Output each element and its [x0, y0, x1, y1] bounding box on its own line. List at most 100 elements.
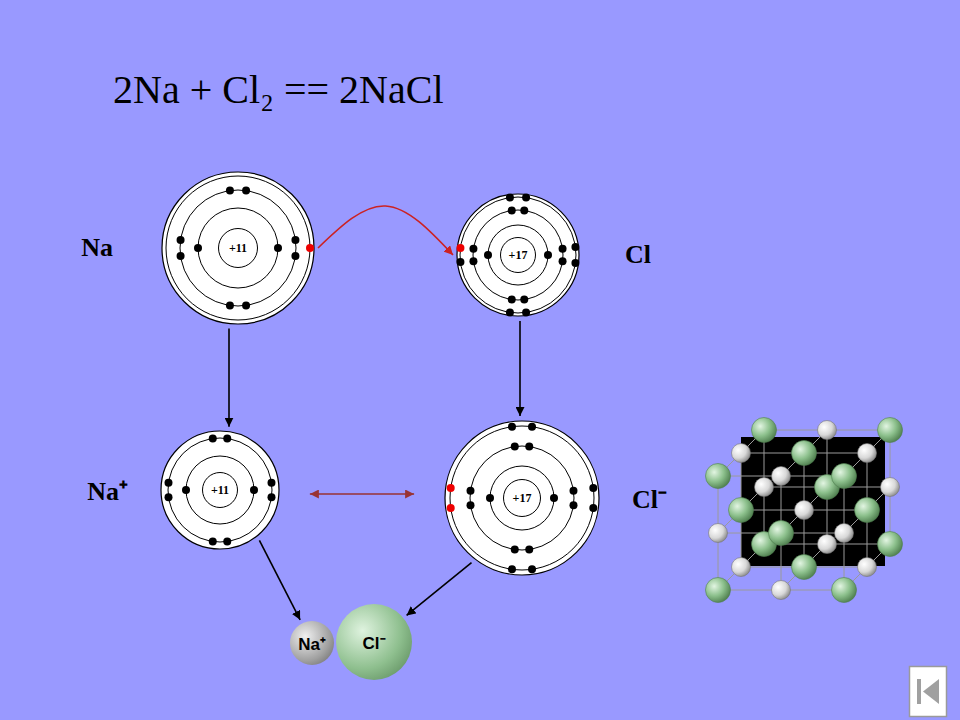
electron-shell: [470, 446, 574, 550]
atom-model: Na+11: [161, 171, 315, 325]
sodium-ion: [858, 444, 877, 463]
electron: [511, 545, 519, 553]
electron: [274, 244, 282, 252]
button-triangle: [923, 679, 939, 704]
electron: [182, 486, 190, 494]
chloride-ion: [752, 418, 777, 443]
sodium-ion: [772, 581, 791, 600]
title: 2Na + Cl₂ == 2NaCl: [113, 66, 444, 113]
button-bar: [917, 679, 921, 704]
sodium-ion: [818, 421, 837, 440]
electron-shell: [450, 426, 594, 570]
sodium-ion: [772, 467, 791, 486]
atom-label: Cl⁻: [632, 480, 667, 516]
crystal-lattice: [706, 418, 903, 603]
sodium-ion: [795, 501, 814, 520]
nuclear-charge: +11: [229, 241, 247, 256]
electron: [456, 258, 464, 266]
nucleus: +17: [503, 479, 541, 517]
sodium-ion: [858, 558, 877, 577]
nuclear-charge: +11: [211, 483, 229, 498]
electron-shell: [180, 190, 296, 306]
electron: [506, 308, 514, 316]
electron: [467, 487, 475, 495]
electron: [522, 194, 530, 202]
electron-shell: [168, 438, 272, 542]
sodium-ion: [755, 478, 774, 497]
ion-sphere: Cl⁻: [336, 604, 412, 680]
electron: [550, 494, 558, 502]
electron: [484, 251, 492, 259]
atom-label: Cl: [625, 240, 651, 270]
nucleus: +11: [202, 472, 238, 508]
electron: [267, 479, 275, 487]
reaction-arrow: [318, 206, 453, 255]
electron: [226, 301, 234, 309]
electron: [242, 301, 250, 309]
electron-shell: [473, 210, 563, 300]
electron: [165, 493, 173, 501]
reaction-arrow: [310, 493, 414, 495]
nuclear-charge: +17: [509, 248, 528, 263]
reaction-arrow: [407, 563, 472, 616]
sodium-ion: [818, 535, 837, 554]
ion-sphere: Na⁺: [290, 621, 334, 665]
electron: [522, 308, 530, 316]
lattice-back: [741, 437, 885, 566]
electron: [559, 245, 567, 253]
electron: [177, 252, 185, 260]
electron: [506, 194, 514, 202]
electron: [569, 487, 577, 495]
electron: [569, 501, 577, 509]
electron: [511, 443, 519, 451]
electron: [589, 504, 597, 512]
chloride-ion: [792, 555, 817, 580]
electron: [250, 486, 258, 494]
chloride-ion: [706, 578, 731, 603]
nav-button: [910, 667, 947, 717]
atom-disk: [445, 421, 599, 575]
electron: [223, 435, 231, 443]
transferred-electron: [447, 504, 455, 512]
electron: [469, 257, 477, 265]
electron-shell: [198, 208, 278, 288]
electron: [177, 236, 185, 244]
electron-shell: [460, 197, 576, 313]
chloride-ion: [792, 441, 817, 466]
sodium-ion: [835, 524, 854, 543]
atom-disk: [161, 431, 279, 549]
electron: [194, 244, 202, 252]
electron: [209, 537, 217, 545]
electron: [520, 206, 528, 214]
electron: [571, 243, 579, 251]
transferred-electron: [306, 244, 314, 252]
sodium-ion: [732, 444, 751, 463]
ion-label: Cl⁻: [363, 631, 386, 654]
electron: [226, 187, 234, 195]
electron: [508, 206, 516, 214]
electron-shell: [166, 176, 310, 320]
reaction-arrow: [228, 328, 230, 426]
electron-shell: [490, 466, 554, 530]
atom-label: Na⁺: [87, 472, 128, 508]
chloride-ion: [706, 464, 731, 489]
atom-disk: [162, 172, 314, 324]
electron: [242, 187, 250, 195]
atom-label-text: Cl⁻: [632, 485, 667, 514]
chloride-ion: [855, 498, 880, 523]
ion-label: Na⁺: [298, 632, 326, 655]
chloride-ion: [769, 521, 794, 546]
chloride-ion: [832, 464, 857, 489]
electron: [469, 245, 477, 253]
electron: [559, 257, 567, 265]
electron: [209, 435, 217, 443]
atom-model: Na⁺+11: [160, 430, 280, 550]
atom-model: Cl⁻+17: [444, 420, 600, 576]
transferred-electron: [456, 244, 464, 252]
electron: [291, 236, 299, 244]
electron: [528, 565, 536, 573]
chloride-ion: [878, 532, 903, 557]
electron: [508, 565, 516, 573]
atom-label-text: Na⁺: [87, 477, 128, 506]
electron: [508, 423, 516, 431]
